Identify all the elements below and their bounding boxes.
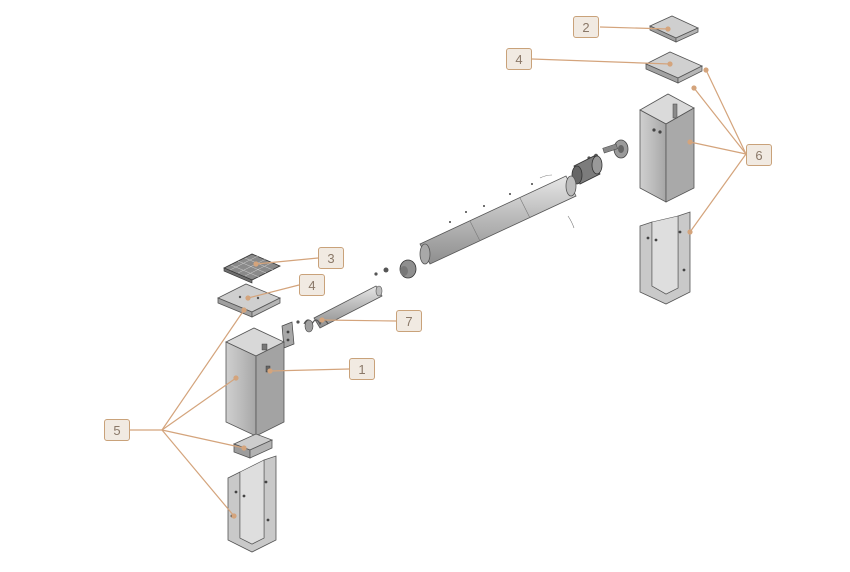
- left-base-bracket-part: [227, 455, 277, 553]
- grid-plate-part: [223, 253, 281, 284]
- callout-4-top: 4: [506, 48, 532, 70]
- boom-hub-part: [571, 155, 603, 185]
- shaft-spring-part: [303, 285, 383, 333]
- top-cap-part: [649, 15, 699, 43]
- callout-1: 1: [349, 358, 375, 380]
- boom-assembly: [281, 139, 629, 349]
- callout-5: 5: [104, 419, 130, 441]
- right-post-housing-part: [639, 93, 695, 203]
- spring-bracket-part: [281, 320, 300, 349]
- right-mounting-plate-part: [645, 51, 703, 84]
- leader-lines: [130, 26, 747, 519]
- right-base-bracket-part: [639, 211, 691, 305]
- callout-7: 7: [396, 310, 422, 332]
- left-tray-part: [232, 433, 274, 459]
- boom-connector-part: [374, 259, 417, 279]
- left-post-housing-part: [225, 327, 285, 437]
- right-post-group: [639, 15, 703, 305]
- left-post-group: [217, 253, 285, 553]
- boom-tube-part: [419, 174, 577, 265]
- callout-4-left: 4: [299, 274, 325, 296]
- callout-6: 6: [746, 144, 772, 166]
- left-mounting-plate-part: [217, 283, 281, 318]
- callout-3: 3: [318, 247, 344, 269]
- callout-2: 2: [573, 16, 599, 38]
